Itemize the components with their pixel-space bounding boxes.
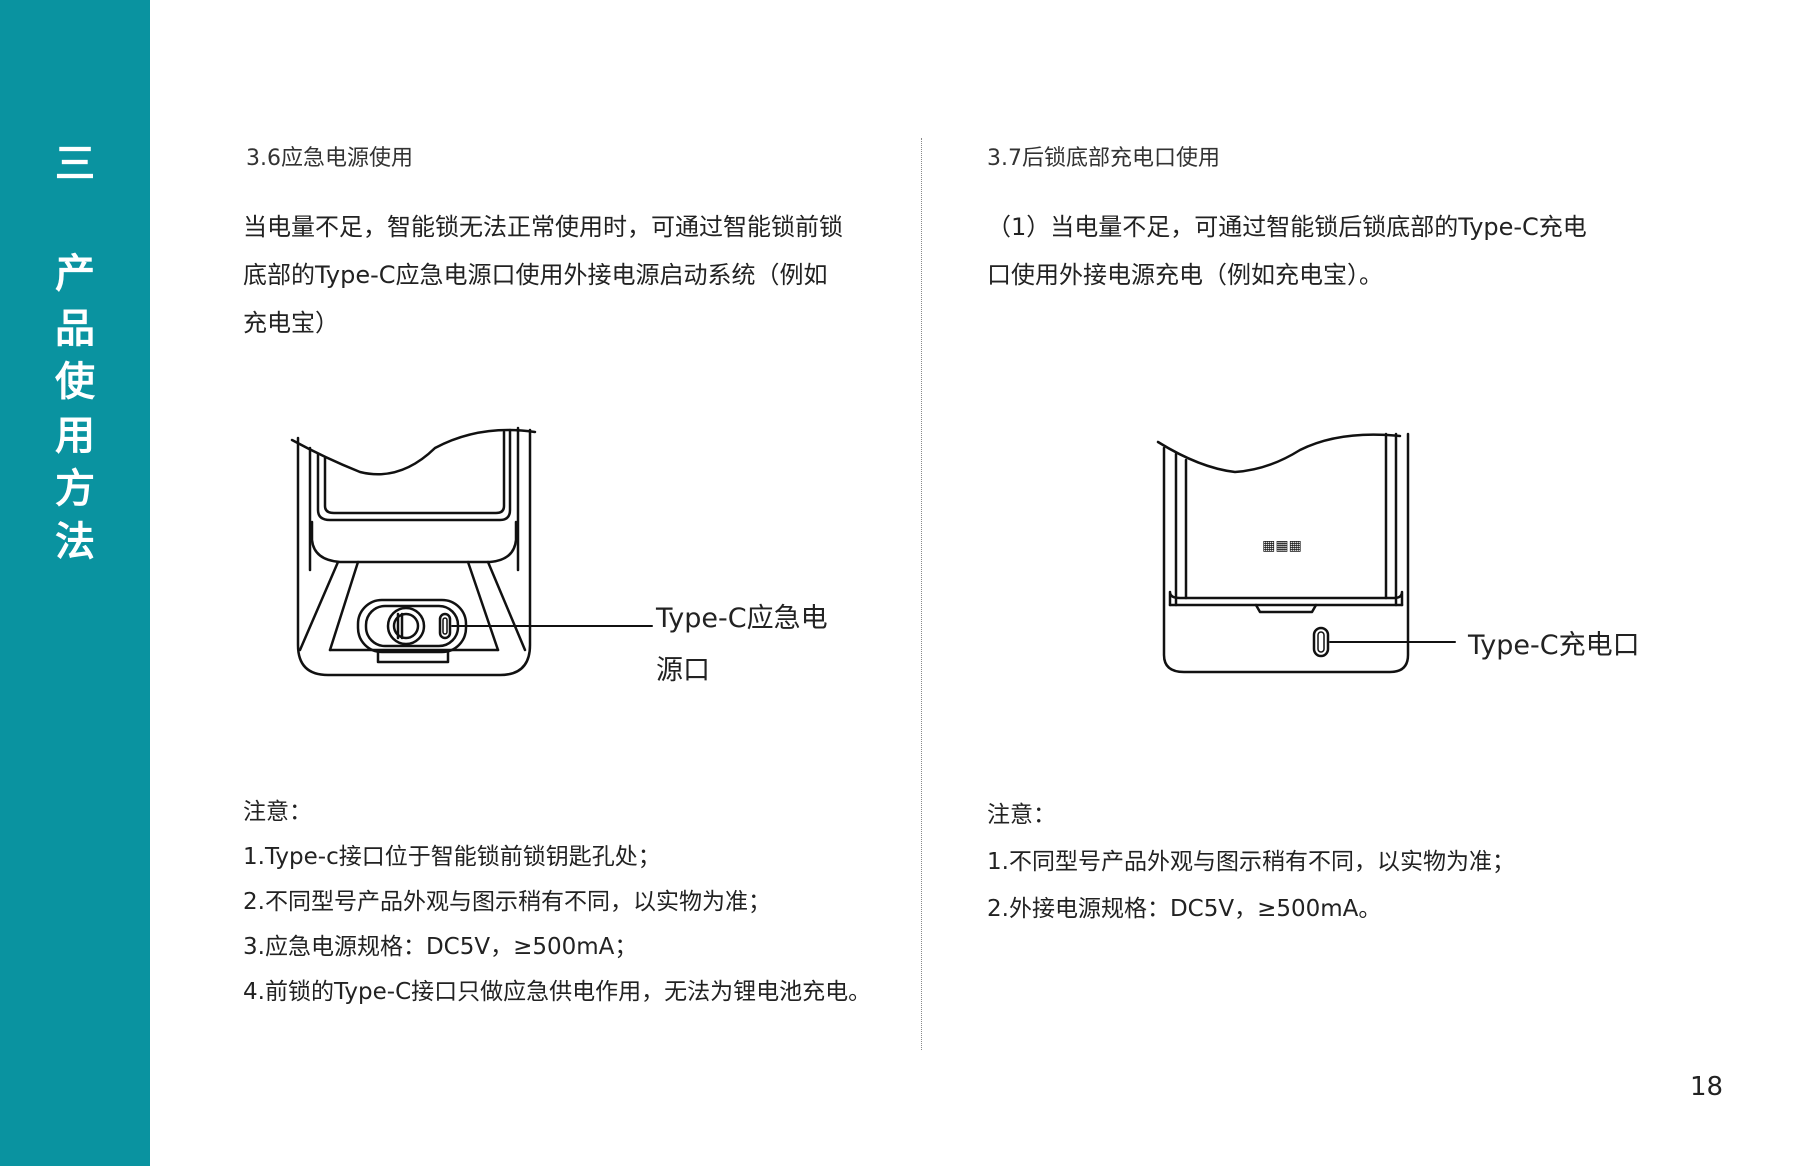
chapter-title-char: 用	[55, 413, 95, 459]
typec-emergency-callout: 源口	[656, 655, 710, 686]
body-line: 当电量不足，智能锁无法正常使用时，可通过智能锁前锁	[243, 213, 843, 241]
column-divider	[921, 138, 922, 1050]
note-item: 1.不同型号产品外观与图示稍有不同，以实物为准；	[987, 849, 1515, 875]
typec-charging-callout: Type-C充电口	[1468, 630, 1640, 661]
body-line: 口使用外接电源充电（例如充电宝）。	[987, 261, 1383, 289]
notes-title: 注意：	[987, 802, 1056, 828]
chapter-title-char: 方	[55, 466, 95, 512]
rear-lock-bottom-illustration: ▦▦▦	[1156, 432, 1456, 674]
note-item: 4.前锁的Type-C接口只做应急供电作用，无法为锂电池充电。	[243, 979, 872, 1005]
chapter-title-char: 产	[55, 251, 95, 297]
note-item: 3.应急电源规格：DC5V，≥500mA；	[243, 934, 638, 960]
chapter-title-char: 法	[55, 519, 95, 565]
body-line: （1）当电量不足，可通过智能锁后锁底部的Type-C充电	[987, 213, 1587, 241]
section-heading-3-7: 3.7后锁底部充电口使用	[987, 146, 1220, 171]
chapter-title-char: 品	[55, 306, 95, 352]
section-heading-3-6: 3.6应急电源使用	[246, 146, 413, 171]
note-item: 2.不同型号产品外观与图示稍有不同，以实物为准；	[243, 889, 771, 915]
chapter-title-char: 使	[55, 359, 95, 405]
front-lock-bottom-illustration	[290, 426, 653, 677]
body-line: 充电宝）	[243, 309, 339, 337]
typec-emergency-callout: Type-C应急电	[656, 603, 828, 634]
chapter-sidebar: 三 产 品 使 用 方 法	[0, 0, 150, 1166]
notes-title: 注意：	[243, 799, 312, 825]
page-number: 18	[1690, 1072, 1724, 1102]
note-item: 2.外接电源规格：DC5V，≥500mA。	[987, 896, 1382, 922]
body-line: 底部的Type-C应急电源口使用外接电源启动系统（例如	[243, 261, 828, 289]
brand-logo: ▦▦▦	[1262, 538, 1302, 554]
note-item: 1.Type-c接口位于智能锁前锁钥匙孔处；	[243, 844, 661, 870]
chapter-number: 三	[55, 141, 95, 187]
